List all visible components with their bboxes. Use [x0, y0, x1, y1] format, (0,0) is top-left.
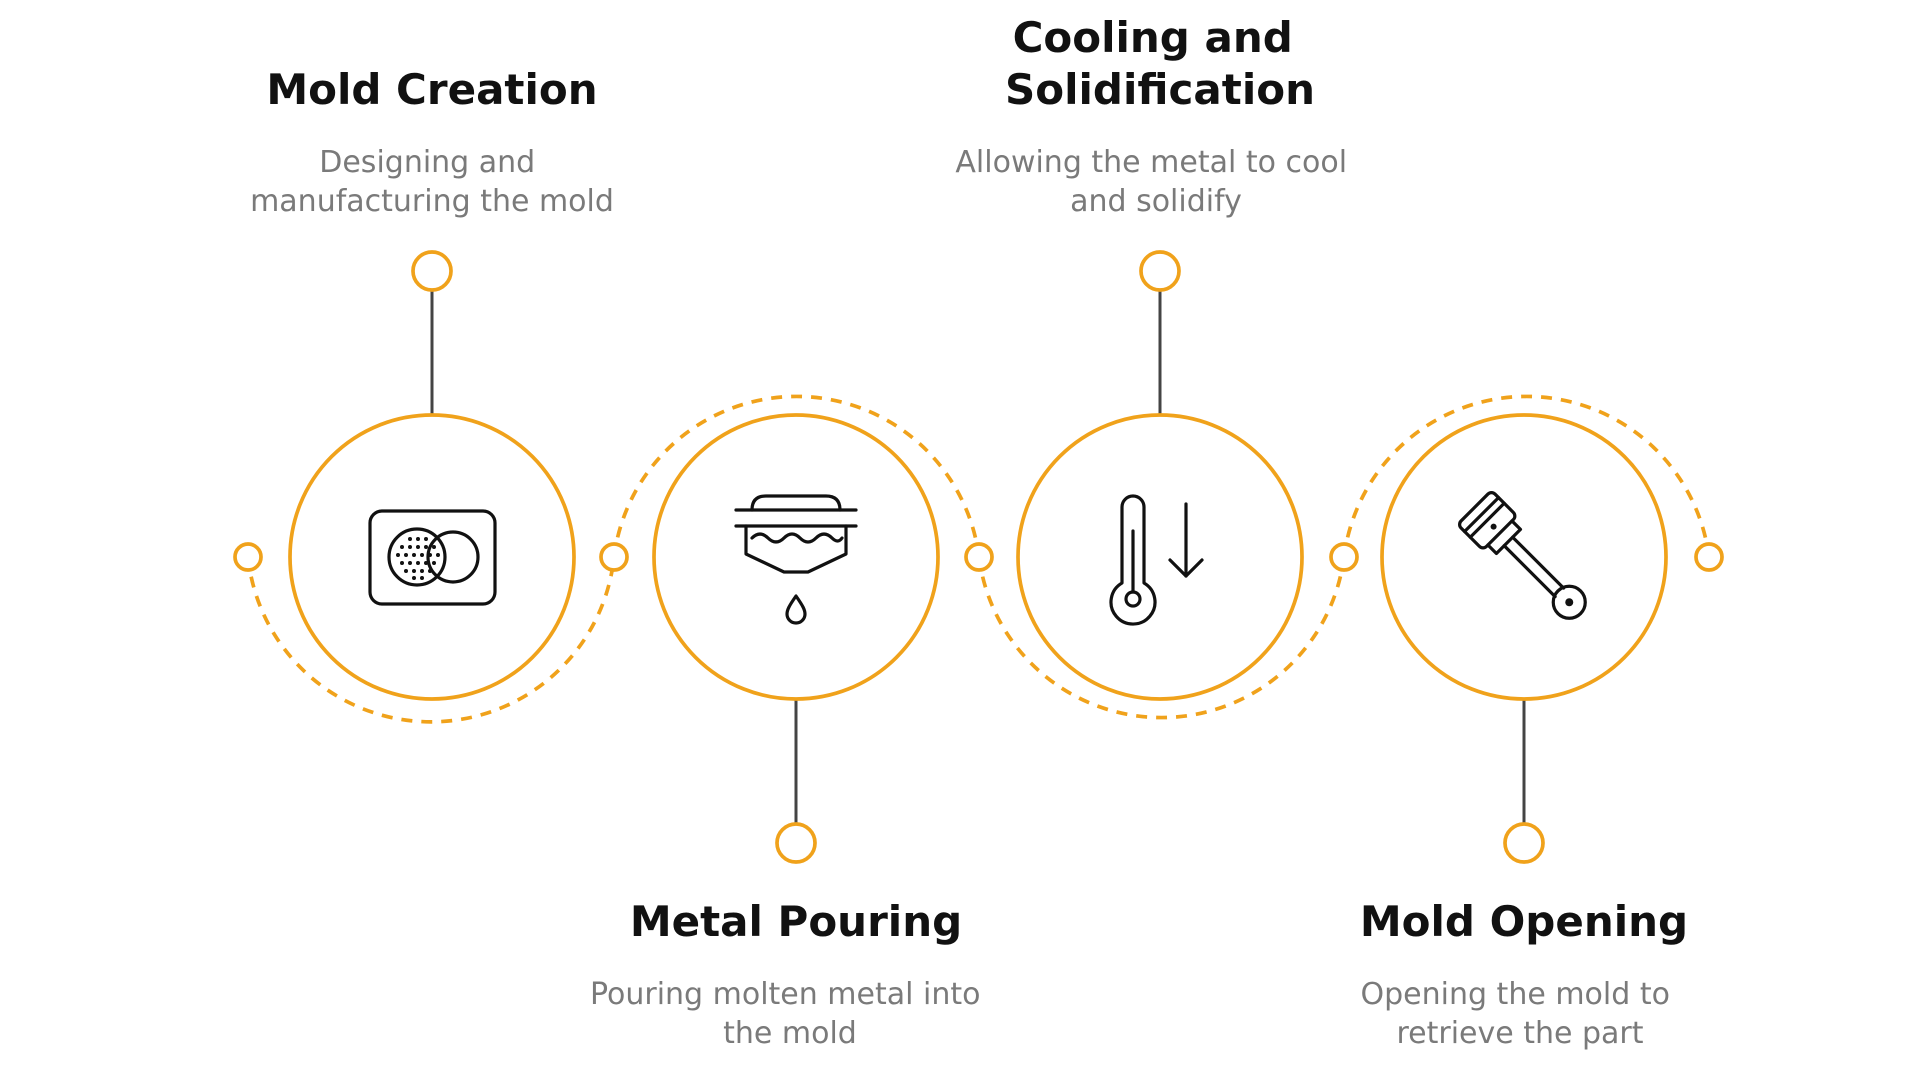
step-4-pin — [1503, 822, 1545, 864]
connector-node-1 — [233, 542, 263, 572]
step-3-description: Allowing the metal to cool and solidify — [955, 145, 1356, 219]
connector-node-4 — [1329, 542, 1359, 572]
connector-node-5 — [1694, 542, 1724, 572]
step-4-description: Opening the mold to retrieve the part — [1361, 977, 1680, 1051]
step-mold-creation: Mold Creation Designing and manufacturin… — [250, 65, 614, 701]
connector-arc-4 — [1342, 394, 1711, 558]
step-1-pin — [411, 250, 453, 292]
step-cooling-solidification: Cooling and Solidification Allowing the … — [955, 13, 1356, 701]
step-mold-opening: Mold Opening Opening the mold to retriev… — [1360, 413, 1688, 1051]
step-2-ring — [652, 413, 940, 701]
pouring-ladle-icon — [734, 494, 858, 625]
connector-nodes — [233, 542, 1724, 572]
mold-plate-icon — [368, 509, 497, 606]
step-4-title: Mold Opening — [1360, 897, 1688, 946]
step-3-title: Cooling and Solidification — [1005, 13, 1315, 114]
step-2-title: Metal Pouring — [630, 897, 962, 946]
step-3-ring — [1016, 413, 1304, 701]
connector-arc-3 — [977, 556, 1346, 720]
step-2-description: Pouring molten metal into the mold — [590, 977, 990, 1051]
connector-arc-1 — [246, 556, 616, 724]
connector-node-3 — [964, 542, 994, 572]
step-2-pin — [775, 822, 817, 864]
dashed-connector-arcs — [246, 394, 1711, 724]
step-1-description: Designing and manufacturing the mold — [250, 145, 614, 219]
step-3-pin — [1139, 250, 1181, 292]
step-1-title: Mold Creation — [266, 65, 597, 114]
thermometer-down-icon — [1109, 494, 1204, 626]
step-1-ring — [288, 413, 576, 701]
step-metal-pouring: Metal Pouring Pouring molten metal into … — [590, 413, 990, 1051]
step-4-ring — [1380, 413, 1668, 701]
piston-icon — [1458, 491, 1587, 620]
connector-arc-2 — [612, 394, 981, 558]
connector-node-2 — [599, 542, 629, 572]
